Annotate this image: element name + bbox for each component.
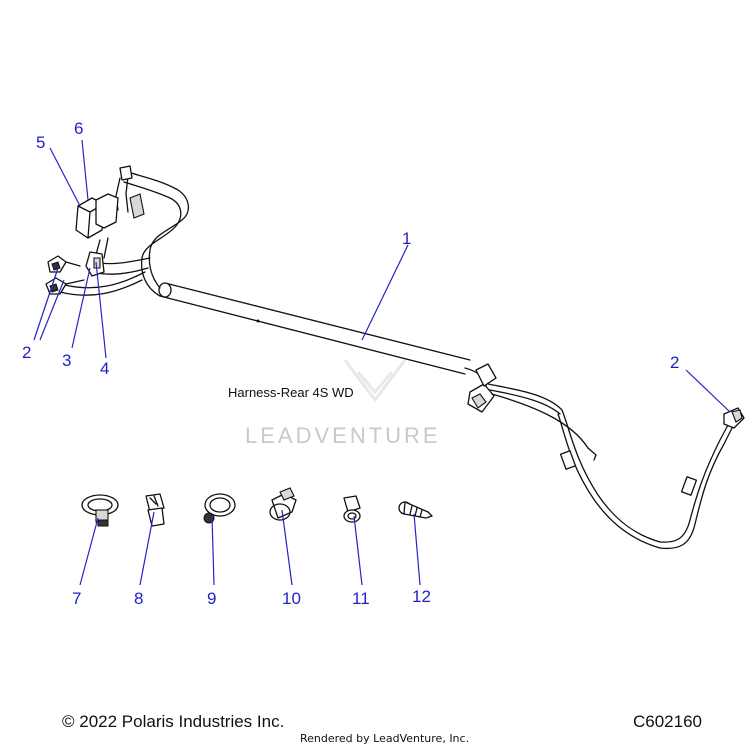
- callout-6[interactable]: 6: [74, 119, 83, 138]
- leader-12: [413, 513, 421, 586]
- leader-6: [81, 139, 89, 201]
- callout-8[interactable]: 8: [134, 589, 143, 608]
- diagram-code: C602160: [632, 712, 702, 731]
- leader-11: [353, 515, 363, 586]
- callout-7[interactable]: 7: [72, 589, 81, 608]
- part-9-loop-clamp[interactable]: [203, 493, 236, 524]
- callout-2-right[interactable]: 2: [670, 353, 679, 372]
- leader-10: [281, 509, 293, 586]
- part-12-screw[interactable]: [398, 501, 433, 519]
- harness-front-cluster[interactable]: [45, 165, 189, 297]
- rendered-by-text: Rendered by LeadVenture, Inc.: [300, 732, 470, 745]
- leader-7: [79, 517, 99, 586]
- callout-12[interactable]: 12: [412, 587, 431, 606]
- leader-1: [361, 244, 409, 341]
- callout-11[interactable]: 11: [352, 589, 370, 608]
- callout-4[interactable]: 4: [100, 359, 109, 378]
- leader-5: [49, 147, 81, 207]
- watermark-text: LEADVENTURE: [245, 423, 441, 448]
- watermark-logo-icon: [343, 359, 407, 403]
- harness-rear-assembly[interactable]: [158, 282, 745, 550]
- callout-10[interactable]: 10: [282, 589, 301, 608]
- callout-1[interactable]: 1: [402, 229, 411, 248]
- copyright-text: © 2022 Polaris Industries Inc.: [62, 712, 285, 731]
- leader-2b: [685, 369, 731, 413]
- assembly-label: Harness-Rear 4S WD: [228, 385, 354, 400]
- part-11-edge-clip[interactable]: [343, 495, 361, 523]
- leader-8: [139, 511, 155, 586]
- callout-5[interactable]: 5: [36, 133, 45, 152]
- leader-4: [95, 261, 107, 359]
- callout-3[interactable]: 3: [62, 351, 71, 370]
- part-10-clip[interactable]: [269, 487, 297, 521]
- leader-2a-2: [39, 279, 65, 341]
- leader-lines: [33, 139, 731, 586]
- callouts: 1 5 6 2 3 4 2 7 8 9 10 11 12: [22, 119, 679, 608]
- part-8-push-clip[interactable]: [145, 493, 165, 527]
- callout-2-left[interactable]: 2: [22, 343, 31, 362]
- part-7-clamp[interactable]: [81, 494, 119, 527]
- leader-9: [211, 515, 215, 586]
- leader-2a-1: [33, 267, 59, 341]
- leader-3: [71, 267, 91, 349]
- watermark: LEADVENTURE: [245, 359, 441, 448]
- callout-9[interactable]: 9: [207, 589, 216, 608]
